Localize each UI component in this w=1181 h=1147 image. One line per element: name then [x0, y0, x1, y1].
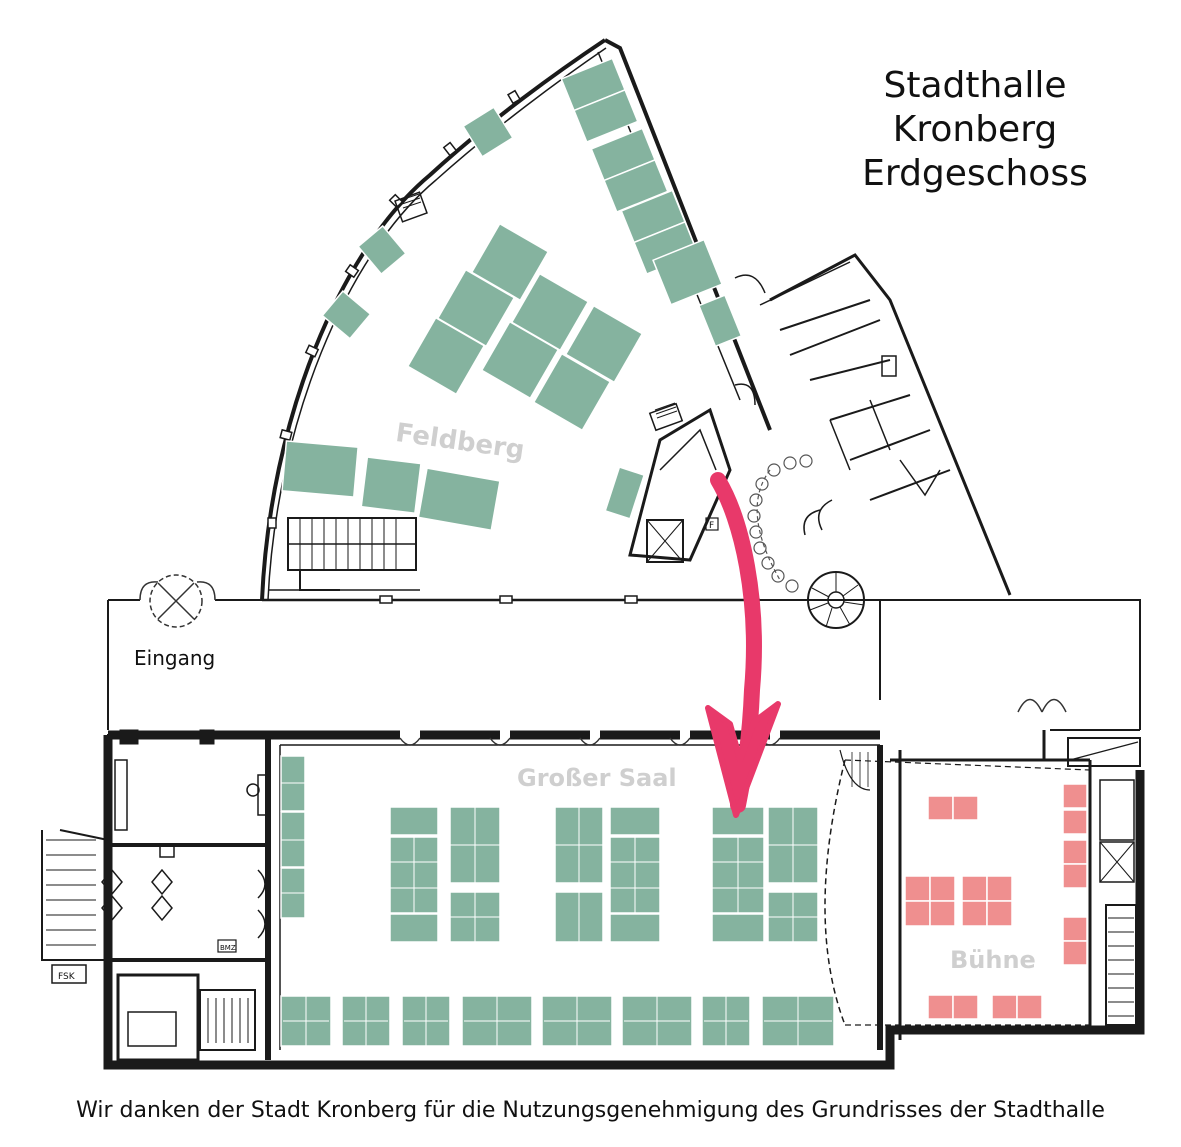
room-label-buehne: Bühne: [950, 946, 1036, 974]
saal-tables: [280, 755, 835, 1047]
bar-counter: [747, 454, 813, 593]
corridor-walls: [107, 599, 1141, 731]
room-label-grosser-saal: Großer Saal: [517, 764, 677, 792]
stage-details: [824, 730, 1141, 1026]
staircase-feldberg: [287, 517, 417, 591]
feldberg-tables: [281, 57, 743, 532]
service-block-walls: [734, 253, 1012, 596]
label-fsk: FSK: [58, 972, 76, 982]
credit-text: Wir danken der Stadt Kronberg für die Nu…: [76, 1098, 1105, 1123]
title-line-2: Kronberg: [892, 109, 1058, 150]
saal-doors: [399, 698, 1067, 746]
label-f: F: [709, 521, 714, 531]
window-marks: [267, 89, 638, 604]
label-bmz: BMZ: [220, 944, 236, 952]
reception-kiosk: [394, 191, 732, 563]
table-seams: [281, 782, 832, 1046]
title-line-1: Stadthalle: [883, 65, 1067, 106]
stage-platforms: [904, 783, 1088, 1020]
entrance-label: Eingang: [134, 646, 216, 670]
foyer-walls: [41, 729, 269, 1062]
revolving-door: [139, 574, 216, 628]
direction-arrowhead: [705, 701, 781, 818]
title-line-3: Erdgeschoss: [862, 153, 1088, 194]
